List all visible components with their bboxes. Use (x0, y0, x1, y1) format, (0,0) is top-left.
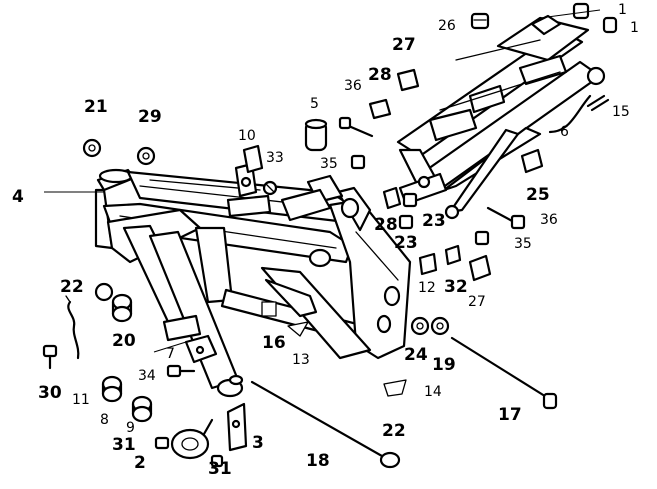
callout-20: 20 (112, 331, 136, 351)
bolt-part-31 (154, 436, 224, 468)
callout-28: 28 (374, 215, 398, 235)
callout-1: 1 (630, 20, 639, 36)
clip-part-28 (368, 98, 402, 210)
horn-part-2 (170, 418, 214, 460)
tab-part-14 (383, 379, 407, 397)
callout-29: 29 (138, 107, 162, 127)
clip-part-12 (418, 252, 438, 276)
callout-34: 34 (138, 368, 156, 384)
bracket-part-10 (242, 144, 264, 174)
collar-part-5 (304, 118, 328, 152)
grommet-part-21 (82, 138, 102, 158)
callout-16: 16 (262, 333, 286, 353)
callout-13: 13 (292, 352, 310, 368)
grommet-part-29 (136, 146, 156, 166)
callout-30: 30 (38, 383, 62, 403)
callout-10: 10 (238, 128, 256, 144)
callout-31: 31 (112, 435, 136, 455)
callout-1: 1 (618, 2, 627, 18)
callout-27: 27 (392, 35, 416, 55)
callout-7: 7 (166, 346, 175, 362)
grommet-part-22 (94, 282, 401, 469)
pin-part-15 (586, 94, 610, 112)
callout-36: 36 (540, 212, 558, 228)
bolt-part-30 (42, 344, 58, 370)
leader-part-1 (539, 9, 601, 19)
spring-part-11 (65, 295, 80, 360)
plate-part-16 (261, 301, 277, 317)
bolt-part-34 (166, 364, 196, 378)
callout-26: 26 (438, 18, 456, 34)
callout-14: 14 (424, 384, 442, 400)
callout-23: 23 (422, 211, 446, 231)
main-frame (94, 162, 412, 398)
callout-24: 24 (404, 345, 428, 365)
clip-nut-part-1 (572, 2, 618, 34)
clip-part-25 (520, 148, 544, 174)
callout-9: 9 (126, 420, 135, 436)
callout-25: 25 (526, 185, 550, 205)
callout-12: 12 (418, 280, 436, 296)
callout-8: 8 (100, 412, 109, 428)
nut-part-35 (350, 154, 490, 246)
callout-27: 27 (468, 294, 486, 310)
callout-11: 11 (72, 392, 90, 408)
grommet-part-26 (470, 12, 490, 30)
callout-22: 22 (60, 277, 84, 297)
collar-part-9 (131, 395, 153, 423)
callout-33: 33 (266, 150, 284, 166)
nut-part-23 (398, 192, 418, 230)
callout-17: 17 (498, 405, 522, 425)
callout-5: 5 (310, 96, 319, 112)
callout-4: 4 (12, 187, 24, 207)
tab-part-13 (287, 321, 309, 337)
callout-32: 32 (444, 277, 468, 297)
washer-part-24 (410, 316, 430, 336)
bolt-part-17 (450, 336, 558, 410)
washer-part-19 (430, 316, 450, 336)
bolt-part-33 (262, 180, 278, 196)
rod-part-18 (228, 374, 384, 458)
collar-part-20 (111, 293, 133, 323)
collar-part-8 (101, 375, 123, 403)
callout-6: 6 (560, 124, 569, 140)
rear-subframe (396, 14, 606, 220)
callout-labels: 1 1 2 3 4 5 6 7 8 9 10 11 12 13 14 15 16… (12, 2, 639, 479)
callout-2: 2 (134, 453, 146, 473)
callout-15: 15 (612, 104, 630, 120)
callout-35: 35 (320, 156, 338, 172)
callout-22: 22 (382, 421, 406, 441)
callout-36: 36 (344, 78, 362, 94)
bracket-part-7 (184, 334, 218, 364)
callout-3: 3 (252, 433, 264, 453)
callout-28: 28 (368, 65, 392, 85)
callout-23: 23 (394, 233, 418, 253)
leader-part-7 (153, 341, 187, 353)
clamp-part-27 (396, 68, 492, 282)
callout-31: 31 (208, 459, 232, 479)
callout-19: 19 (432, 355, 456, 375)
clip-part-32 (444, 244, 462, 266)
callout-21: 21 (84, 97, 108, 117)
callout-18: 18 (306, 451, 330, 471)
callout-35: 35 (514, 236, 532, 252)
bracket-part-3 (226, 402, 248, 452)
bolt-part-36 (338, 116, 526, 230)
